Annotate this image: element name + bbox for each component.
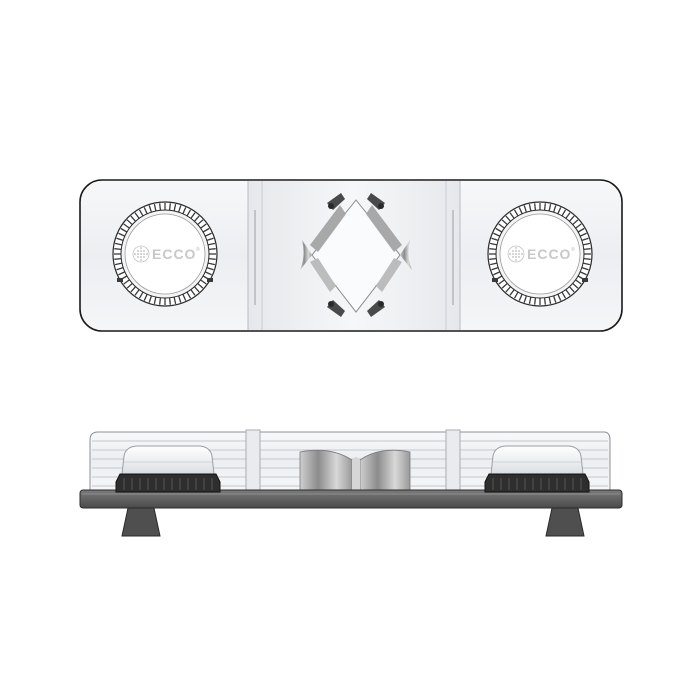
ecco-logo-text: ECCO <box>152 246 196 262</box>
ecco-logo-text: ECCO <box>527 246 571 262</box>
front-view <box>79 429 623 537</box>
front-view-beacon-left <box>115 445 221 493</box>
top-view: ECCO® ECCO® <box>79 179 623 332</box>
top-view-beacon-left: ECCO® <box>112 201 218 307</box>
top-view-beacon-right: ECCO® <box>487 201 593 307</box>
front-view-foot-left <box>121 507 161 537</box>
front-view-foot-right <box>545 507 585 537</box>
front-view-strap-left <box>245 429 261 493</box>
beacon-base <box>115 473 221 493</box>
beacon-dome <box>121 445 215 475</box>
front-view-strap-right <box>445 429 461 493</box>
ecco-emblem-icon <box>507 245 525 263</box>
top-view-reflector <box>300 193 412 317</box>
trademark-mark: ® <box>571 246 575 253</box>
ecco-emblem-icon <box>132 245 150 263</box>
front-view-reflector <box>299 449 411 493</box>
trademark-mark: ® <box>196 246 200 253</box>
front-view-beacon-right <box>484 445 590 493</box>
beacon-base <box>484 473 590 493</box>
beacon-dome <box>490 445 584 475</box>
front-view-base <box>79 489 623 509</box>
